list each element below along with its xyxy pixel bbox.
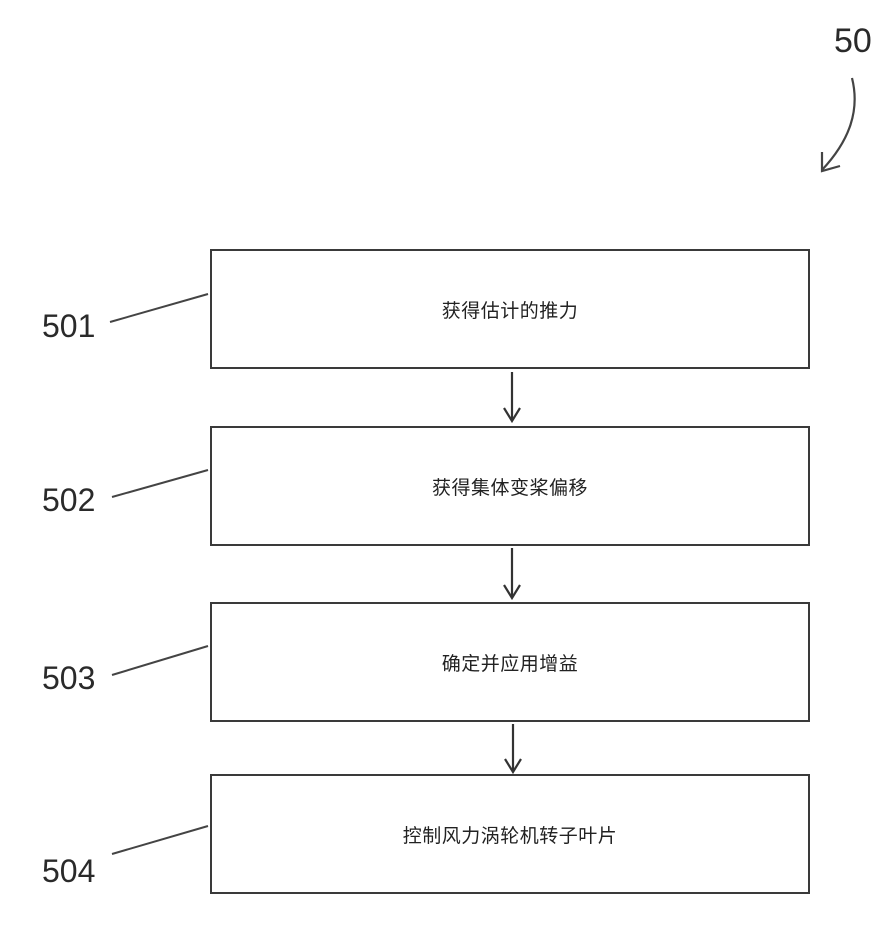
leader-line-501 bbox=[110, 294, 208, 322]
step-label-501: 获得估计的推力 bbox=[442, 296, 579, 323]
step-box-503: 确定并应用增益 bbox=[210, 602, 810, 722]
step-label-503: 确定并应用增益 bbox=[442, 649, 579, 676]
step-label-504: 控制风力涡轮机转子叶片 bbox=[403, 821, 618, 848]
step-label-502: 获得集体变桨偏移 bbox=[432, 473, 588, 500]
step-box-502: 获得集体变桨偏移 bbox=[210, 426, 810, 546]
step-number-504: 504 bbox=[42, 853, 95, 890]
step-number-501: 501 bbox=[42, 308, 95, 345]
leader-line-502 bbox=[112, 470, 208, 497]
step-box-504: 控制风力涡轮机转子叶片 bbox=[210, 774, 810, 894]
figure-reference-arrow bbox=[822, 78, 855, 170]
leader-line-504 bbox=[112, 826, 208, 854]
step-number-503: 503 bbox=[42, 660, 95, 697]
step-number-502: 502 bbox=[42, 482, 95, 519]
leader-line-503 bbox=[112, 646, 208, 675]
step-box-501: 获得估计的推力 bbox=[210, 249, 810, 369]
